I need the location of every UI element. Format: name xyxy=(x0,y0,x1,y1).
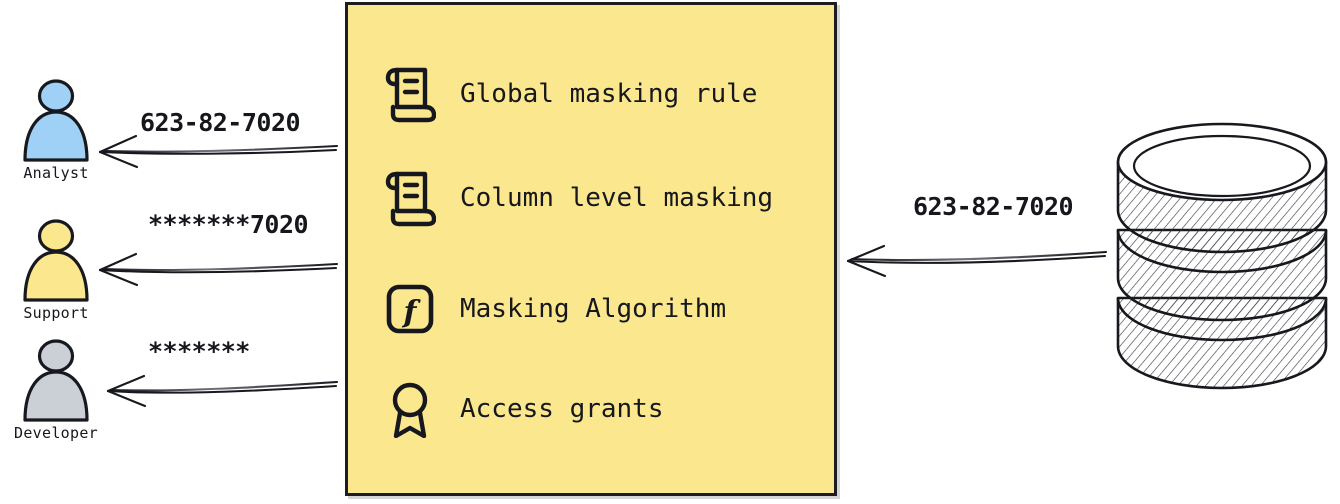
persona-label: Support xyxy=(23,304,89,322)
persona-label: Developer xyxy=(14,424,98,442)
arrow-from-database xyxy=(846,244,1108,278)
database-cylinder-icon xyxy=(1116,122,1328,390)
arrow-to-support xyxy=(98,252,339,287)
policy-item-label: Column level masking xyxy=(460,183,774,213)
persona-support[interactable]: Support xyxy=(0,218,116,322)
policy-item-label: Masking Algorithm xyxy=(460,294,727,324)
policy-item[interactable]: Global masking rule xyxy=(384,65,757,123)
policy-item-label: Access grants xyxy=(460,394,664,424)
user-avatar-icon xyxy=(23,79,89,162)
svg-text:f: f xyxy=(402,295,422,330)
persona-label: Analyst xyxy=(23,164,89,182)
arrow-to-analyst xyxy=(98,134,339,169)
flow-label-analyst: 623-82-7020 xyxy=(140,108,301,137)
policy-item[interactable]: Access grants xyxy=(384,380,664,438)
scroll-icon xyxy=(385,171,436,227)
policy-panel: Global masking rule Column level masking… xyxy=(345,2,837,496)
scroll-icon xyxy=(385,67,436,123)
flow-label-source: 623-82-7020 xyxy=(913,192,1074,221)
user-avatar-icon xyxy=(23,339,89,422)
policy-item[interactable]: f Masking Algorithm xyxy=(384,280,726,338)
user-avatar-icon xyxy=(23,219,89,302)
persona-analyst[interactable]: Analyst xyxy=(0,78,116,182)
flow-label-support: *******7020 xyxy=(148,210,309,239)
flow-label-developer: ******* xyxy=(148,337,250,366)
policy-item-label: Global masking rule xyxy=(460,79,758,109)
award-icon xyxy=(392,382,428,438)
arrow-to-developer xyxy=(106,374,339,408)
persona-developer[interactable]: Developer xyxy=(0,338,116,442)
policy-item[interactable]: Column level masking xyxy=(384,169,773,227)
function-icon: f xyxy=(386,284,434,334)
